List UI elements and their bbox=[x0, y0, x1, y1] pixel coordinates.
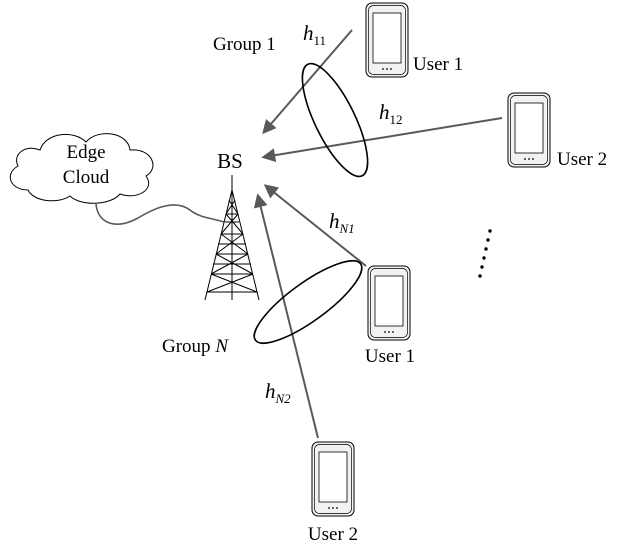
phone-icon bbox=[365, 2, 409, 78]
phone-icon bbox=[311, 441, 355, 517]
edge-cloud-label-line1: Edge bbox=[66, 142, 105, 163]
h12-base: h bbox=[379, 100, 390, 124]
groupN-label-var: N bbox=[214, 336, 229, 357]
hN2-label: hN2 bbox=[265, 379, 291, 406]
groupN-user1-label: User 1 bbox=[365, 346, 415, 367]
cloud-icon bbox=[9, 133, 154, 204]
h12-label: h12 bbox=[379, 100, 403, 127]
h11-label: h11 bbox=[303, 21, 326, 48]
phone-icon bbox=[367, 265, 411, 341]
group1-label: Group 1 bbox=[213, 34, 276, 55]
arrow-hN1 bbox=[263, 184, 367, 267]
group1-user2-label: User 2 bbox=[557, 149, 607, 170]
hN2-base: h bbox=[265, 379, 276, 403]
h11-subscript: 11 bbox=[314, 33, 327, 48]
hN1-label: hN1 bbox=[329, 209, 355, 236]
edge-cloud-label-line2: Cloud bbox=[63, 167, 110, 188]
h11-base: h bbox=[303, 21, 314, 45]
phone-icon bbox=[507, 92, 551, 168]
arrow-h12 bbox=[261, 117, 503, 163]
hN2-subscript: N2 bbox=[275, 391, 292, 406]
bs-label: BS bbox=[217, 149, 243, 173]
hN1-subscript: N1 bbox=[339, 221, 355, 236]
group1-user1-label: User 1 bbox=[413, 54, 463, 75]
backhaul-link bbox=[95, 203, 225, 225]
more-groups-dots bbox=[478, 229, 492, 278]
tower-icon bbox=[204, 175, 260, 301]
groupN-ellipse bbox=[253, 260, 363, 344]
groupN-label-prefix: Group bbox=[162, 336, 215, 357]
group1-ellipse bbox=[301, 62, 369, 178]
hN1-base: h bbox=[329, 209, 340, 233]
groupN-user2-label: User 2 bbox=[308, 524, 358, 545]
edge-cloud: Edge Cloud bbox=[9, 133, 154, 204]
arrow-hN2 bbox=[253, 193, 319, 439]
h12-subscript: 12 bbox=[390, 112, 403, 127]
arrow-h11 bbox=[262, 29, 353, 135]
groupN-label: Group N bbox=[162, 336, 229, 357]
